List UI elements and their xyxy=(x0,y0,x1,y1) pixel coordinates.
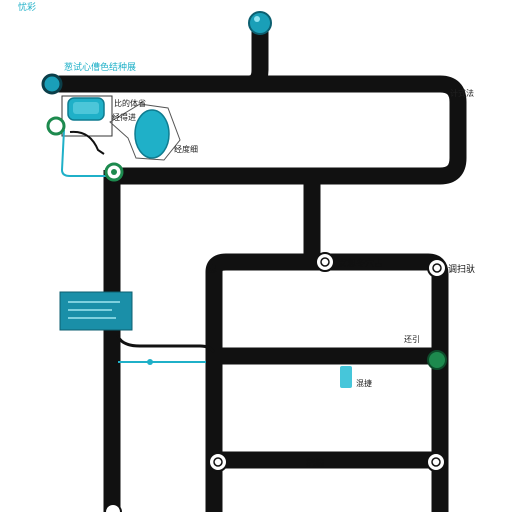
right-edge-label: 计式法 xyxy=(450,88,474,98)
corner-node-icon[interactable] xyxy=(41,73,63,95)
panel-screen-inner xyxy=(73,102,99,114)
junction-center-label: 安忽冬穴占 xyxy=(338,257,383,269)
grid-teal-bar[interactable] xyxy=(340,366,352,388)
shape-note-label: 经度细 xyxy=(174,144,198,154)
bottom-center-label: 鹅编 xyxy=(306,457,324,469)
green-node-2-dot xyxy=(111,169,117,175)
top-left-label: 忧彩 xyxy=(18,1,36,13)
node-highlight xyxy=(254,16,260,22)
info-card[interactable] xyxy=(59,291,133,331)
gear-icon[interactable] xyxy=(104,503,122,512)
junction-right-label: 调扫驮 xyxy=(448,263,475,275)
panel-note-label: 比的体省 xyxy=(114,98,146,108)
header-label: 葱试心傮色结种展 xyxy=(64,61,136,73)
panel-shape xyxy=(134,109,170,159)
upper-loop-track xyxy=(60,75,467,185)
mid-right-label: 还引 xyxy=(404,334,420,344)
gear-icon[interactable] xyxy=(427,258,447,278)
left-branch-track xyxy=(116,335,216,353)
gear-icon[interactable] xyxy=(315,252,335,272)
grid-outer-track xyxy=(205,253,449,512)
branch-dot xyxy=(147,359,153,365)
panel-shape-outline xyxy=(109,103,181,161)
gear-icon[interactable] xyxy=(426,452,446,472)
bar-note-label: 混捷 xyxy=(356,378,372,388)
green-node-1-icon[interactable] xyxy=(46,116,66,136)
top-connector-track xyxy=(51,15,269,93)
panel-teal-line xyxy=(60,129,110,177)
panel-sub-label: 经得进 xyxy=(112,112,136,122)
gear-icon[interactable] xyxy=(208,452,228,472)
panel-curve xyxy=(69,130,105,155)
green-node-3-icon[interactable] xyxy=(427,350,447,370)
top-node-icon[interactable] xyxy=(248,11,272,35)
junction-left-label: 息 xyxy=(208,263,217,275)
